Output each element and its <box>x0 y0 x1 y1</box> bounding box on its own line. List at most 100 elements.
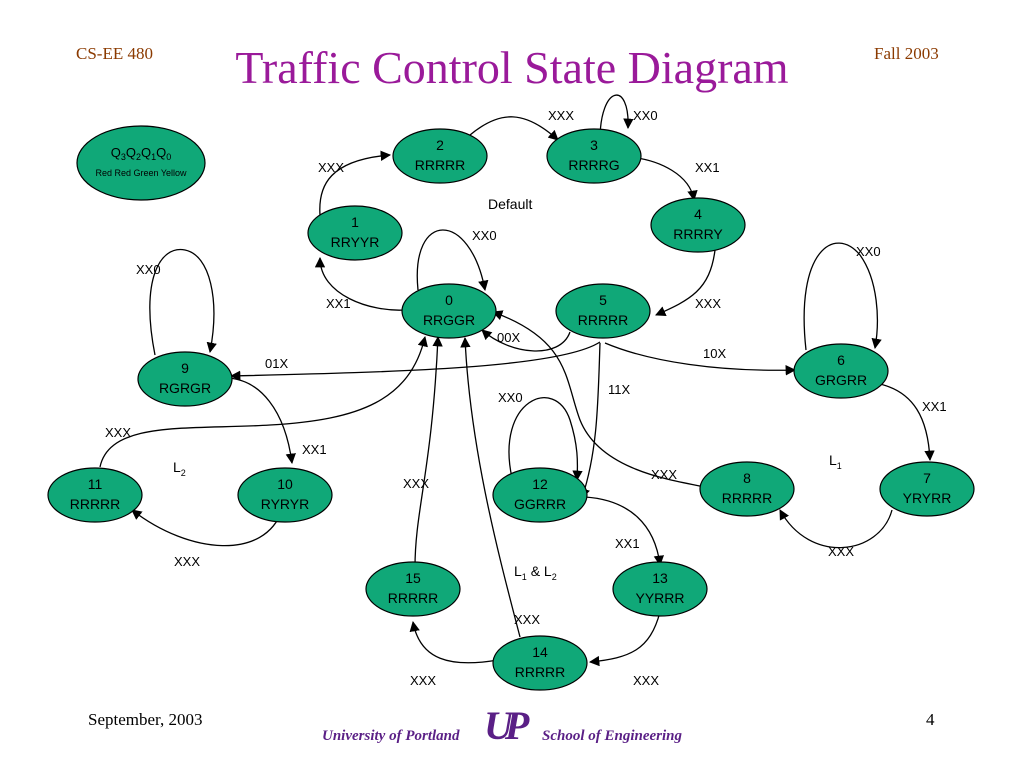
state-8-number: 8 <box>743 470 751 486</box>
legend-bits: Q3Q2Q1Q0 <box>111 145 172 162</box>
state-8-shape <box>699 461 795 517</box>
label-s5-to-6: 10X <box>703 346 726 361</box>
label-s6-to-7: XX1 <box>922 399 947 414</box>
edge-12-self <box>508 397 583 482</box>
label-s8-to-0: XXX <box>651 467 677 482</box>
state-4-output: RRRRY <box>673 226 723 242</box>
label-s0-self: XX0 <box>472 228 497 243</box>
label-s14-to-15: XXX <box>410 673 436 688</box>
state-11-output: RRRRR <box>70 496 121 512</box>
edge-3-self <box>599 94 634 141</box>
state-3-shape <box>546 128 642 184</box>
university-name: University of Portland <box>322 728 460 744</box>
state-15-shape <box>365 561 461 617</box>
label-s15-to-0: XXX <box>403 476 429 491</box>
edge-9-to-10 <box>227 377 296 465</box>
legend-colors: Red Red Green Yellow <box>95 168 187 178</box>
state-4-shape <box>650 197 746 253</box>
state-7-number: 7 <box>923 470 931 486</box>
label-s14-to-0: XXX <box>514 612 540 627</box>
state-10-output: RYRYR <box>261 496 310 512</box>
label-s4-to-5: XXX <box>695 296 721 311</box>
label-s5-to-9: 01X <box>265 356 288 371</box>
edge-12-to-13 <box>584 496 664 567</box>
label-s5-to-12: 11X <box>608 382 630 397</box>
edge-14-to-0 <box>460 336 521 638</box>
state-12-shape <box>492 467 588 523</box>
label-s11-to-0: XXX <box>105 425 131 440</box>
state-11-number: 11 <box>88 476 103 492</box>
label-s1-to-2: XXX <box>318 160 344 175</box>
edge-1-to-2 <box>319 150 392 216</box>
label-s6-self: XX0 <box>856 244 881 259</box>
edge-5-to-9 <box>229 341 601 381</box>
state-5-number: 5 <box>599 292 607 308</box>
legend-ellipse <box>76 125 206 201</box>
state-6-shape <box>793 343 889 399</box>
edge-0-to-1 <box>314 256 406 311</box>
label-s12-to-13: XX1 <box>615 536 640 551</box>
school-name: School of Engineering <box>542 728 683 744</box>
state-13-shape <box>612 561 708 617</box>
footer-date: September, 2003 <box>88 710 203 729</box>
state-15-output: RRRRR <box>388 590 439 606</box>
state-0-output: RRGGR <box>423 312 475 328</box>
edge-11-to-0 <box>99 335 428 468</box>
state-8-output: RRRRR <box>722 490 773 506</box>
edge-6-self <box>803 242 882 351</box>
label-s12-self: XX0 <box>498 390 523 405</box>
edge-5-to-12 <box>580 342 601 499</box>
state-14-shape <box>492 635 588 691</box>
state-14-output: RRRRR <box>515 664 566 680</box>
state-9-number: 9 <box>181 360 189 376</box>
course-label: CS-EE 480 <box>76 44 153 63</box>
region-l1: L1 <box>829 452 842 471</box>
edge-7-to-8 <box>779 509 893 549</box>
label-s9-to-10: XX1 <box>302 442 327 457</box>
region-l1-l2: L1 & L2 <box>514 563 557 582</box>
page-number: 4 <box>926 710 935 729</box>
state-13-number: 13 <box>652 570 668 586</box>
edge-14-to-15 <box>409 620 499 664</box>
up-logo-icon: UP <box>484 703 529 748</box>
edge-0-self <box>416 229 489 292</box>
slide-title: Traffic Control State Diagram <box>235 42 789 93</box>
region-l2: L2 <box>173 459 186 478</box>
edge-15-to-0 <box>414 335 443 568</box>
state-7-output: YRYRR <box>903 490 952 506</box>
state-9-shape <box>137 351 233 407</box>
state-10-shape <box>237 467 333 523</box>
state-12-number: 12 <box>532 476 548 492</box>
state-7-shape <box>879 461 975 517</box>
state-9-output: RGRGR <box>159 380 211 396</box>
label-s3-to-4: XX1 <box>695 160 720 175</box>
label-s9-self: XX0 <box>136 262 161 277</box>
state-6-output: GRGRR <box>815 372 867 388</box>
state-3-number: 3 <box>590 137 598 153</box>
edge-6-to-7 <box>874 382 935 462</box>
state-12-output: GGRRR <box>514 496 566 512</box>
state-0-shape <box>401 283 497 339</box>
state-2-number: 2 <box>436 137 444 153</box>
state-2-shape <box>392 128 488 184</box>
state-1-number: 1 <box>351 214 359 230</box>
label-s5-to-0: 00X <box>497 330 520 345</box>
label-s13-to-14: XXX <box>633 673 659 688</box>
state-4-number: 4 <box>694 206 702 222</box>
state-1-output: RRYYR <box>331 234 380 250</box>
label-s3-self: XX0 <box>633 108 658 123</box>
state-5-output: RRRRR <box>578 312 629 328</box>
edge-8-to-0 <box>492 310 706 488</box>
